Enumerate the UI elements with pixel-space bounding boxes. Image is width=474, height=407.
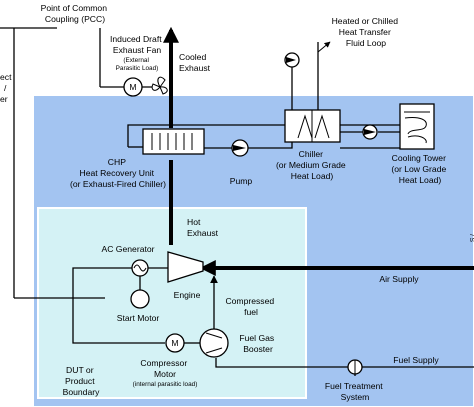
engine-label: Engine <box>174 290 201 300</box>
heat-exchanger-icon <box>142 128 205 155</box>
pump-to-chiller-line <box>248 140 293 149</box>
induced-fan-motor: M <box>123 77 160 97</box>
heated-loop-arrow <box>317 41 331 53</box>
left-edge-label: ect / er <box>0 72 14 104</box>
motor-symbol: M <box>129 82 136 92</box>
cooled-exhaust-label: Cooled Exhaust <box>179 52 211 73</box>
compressor-motor-icon: M <box>165 333 185 353</box>
hot-exhaust-label: Hot Exhaust <box>187 217 219 238</box>
start-motor-label: Start Motor <box>117 313 160 323</box>
compressor-motor-symbol: M <box>171 338 178 348</box>
heated-chilled-label: Heated or Chilled Heat Transfer Fluid Lo… <box>332 16 401 48</box>
fuel-supply-label: Fuel Supply <box>393 355 439 365</box>
fuel-treatment-label: Fuel Treatment System <box>325 381 385 402</box>
dut-label: DUT or Product Boundary <box>63 365 100 397</box>
start-motor-icon <box>130 289 150 309</box>
generator-loop-line <box>72 267 165 344</box>
pump-label: Pump <box>230 176 253 186</box>
induced-fan-note: (External Parasitic Load) <box>116 57 159 72</box>
chiller-label: Chiller (or Medium Grade Heat Load) <box>276 149 348 181</box>
turbine-icon <box>167 251 204 283</box>
cooling-tower-label: Cooling Tower (or Low Grade Heat Load) <box>391 153 448 185</box>
fan-icon <box>151 76 168 95</box>
chp-label: CHP Heat Recovery Unit (or Exhaust-Fired… <box>70 157 166 189</box>
compressed-fuel-label: Compressed fuel <box>225 296 276 317</box>
compressor-motor-label: Compressor Motor <box>140 358 189 379</box>
loop-pump-icon <box>284 52 300 68</box>
chiller-icon <box>284 109 341 143</box>
fuel-supply-line <box>215 358 474 368</box>
pcc-label: Point of Common Coupling (PCC) <box>41 3 110 24</box>
compressor-icon <box>199 328 229 358</box>
air-supply-label: Air Supply <box>379 274 419 284</box>
right-edge-label: / S <box>468 234 474 242</box>
fuel-gas-booster-label: Fuel Gas Booster <box>239 333 276 354</box>
tower-pump-icon <box>362 124 378 140</box>
ac-generator-label: AC Generator <box>101 244 154 254</box>
generator-icon <box>131 259 149 277</box>
pump-icon <box>231 139 249 157</box>
compressor-motor-note: (internal parasitic load) <box>133 381 198 388</box>
cooling-tower-icon <box>399 103 435 150</box>
induced-fan-label: Induced Draft Exhaust Fan <box>110 34 164 55</box>
fuel-filter-icon <box>347 359 363 375</box>
